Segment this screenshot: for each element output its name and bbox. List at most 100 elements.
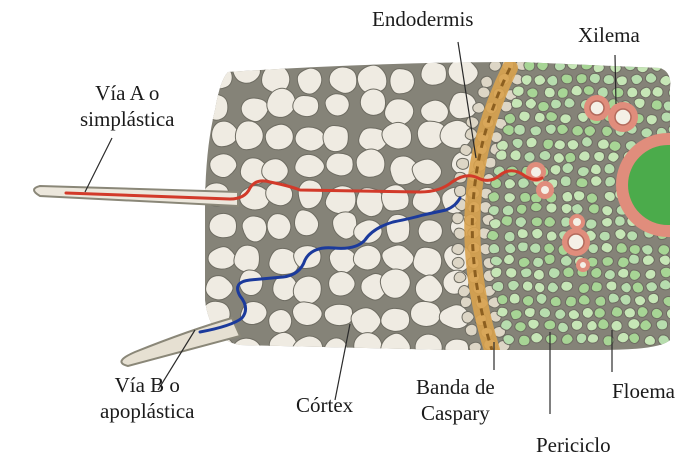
stele-cell bbox=[534, 282, 544, 292]
stele-cell bbox=[539, 308, 550, 318]
stele-cell bbox=[546, 112, 558, 122]
stele-cell bbox=[563, 267, 574, 277]
stele-cell bbox=[611, 307, 622, 317]
cortex-cell bbox=[267, 214, 291, 240]
stele-cell bbox=[612, 87, 624, 97]
stele-cell bbox=[504, 193, 515, 203]
stele-cell bbox=[537, 60, 548, 71]
stele-cell bbox=[642, 255, 654, 265]
cortex-cell bbox=[324, 304, 352, 325]
stele-cell bbox=[640, 87, 651, 98]
stele-cell bbox=[546, 334, 557, 344]
stele-cell bbox=[579, 283, 590, 293]
stele-cell bbox=[490, 256, 502, 266]
endodermis-cell bbox=[466, 117, 479, 128]
stele-cell bbox=[616, 76, 627, 86]
stele-cell bbox=[544, 254, 555, 264]
stele-cell bbox=[550, 165, 561, 175]
stele-cell bbox=[582, 307, 593, 318]
stele-cell bbox=[617, 332, 629, 342]
stele-cell bbox=[503, 335, 515, 345]
cortex-cell bbox=[418, 220, 442, 243]
stele-cell bbox=[545, 124, 556, 134]
stele-cell bbox=[668, 88, 680, 98]
stele-cell bbox=[560, 255, 572, 266]
stele-cell bbox=[586, 193, 597, 203]
xylem-vessel bbox=[580, 262, 586, 268]
stele-cell bbox=[668, 124, 679, 134]
stele-cell bbox=[530, 243, 541, 253]
stele-cell bbox=[524, 308, 535, 318]
stele-cell bbox=[644, 335, 655, 345]
stele-cell bbox=[491, 267, 502, 277]
stele-cell bbox=[670, 319, 681, 329]
stele-cell bbox=[497, 295, 508, 305]
stele-cell bbox=[546, 231, 557, 241]
stele-cell bbox=[663, 101, 674, 111]
stele-cell bbox=[651, 308, 662, 318]
stele-cell bbox=[544, 320, 556, 330]
stele-cell bbox=[588, 204, 599, 214]
cortex-cell bbox=[233, 60, 261, 83]
cortex-cell bbox=[293, 95, 319, 116]
stele-cell bbox=[554, 140, 565, 150]
stele-cell bbox=[544, 87, 555, 97]
stele-cell bbox=[568, 310, 579, 320]
stele-cell bbox=[572, 204, 583, 215]
stele-cell bbox=[489, 219, 501, 229]
stele-cell bbox=[547, 75, 558, 86]
stele-cell bbox=[659, 255, 670, 265]
endodermis-cell bbox=[452, 213, 464, 224]
stele-cell bbox=[515, 322, 526, 332]
stele-cell bbox=[615, 216, 626, 226]
stele-cell bbox=[560, 176, 571, 187]
label-via-a: Vía A o simplástica bbox=[80, 80, 174, 133]
stele-cell bbox=[658, 335, 669, 345]
stele-cell bbox=[615, 229, 626, 240]
stele-cell bbox=[598, 139, 610, 149]
cortex-cell bbox=[445, 339, 469, 360]
endodermis-cell bbox=[452, 243, 464, 254]
stele-cell bbox=[627, 231, 638, 241]
stele-cell bbox=[591, 282, 602, 292]
cortex-cell bbox=[353, 245, 381, 270]
stele-cell bbox=[629, 333, 640, 343]
stele-cell bbox=[652, 87, 663, 98]
stele-cell bbox=[517, 229, 528, 239]
stele-cell bbox=[583, 86, 594, 96]
stele-cell bbox=[586, 219, 597, 229]
stele-cell bbox=[587, 334, 598, 343]
stele-cell bbox=[671, 243, 682, 253]
xylem-vessel bbox=[590, 101, 604, 115]
stele-cell bbox=[629, 254, 640, 264]
stele-cell bbox=[534, 75, 546, 86]
stele-cell bbox=[673, 191, 684, 201]
stele-cell bbox=[618, 268, 629, 278]
endodermis-cell bbox=[452, 257, 464, 268]
cortex-cell bbox=[385, 99, 414, 125]
stele-cell bbox=[576, 74, 587, 84]
stele-cell bbox=[543, 139, 553, 149]
label-banda-caspary: Banda de Caspary bbox=[416, 374, 495, 427]
stele-cell bbox=[524, 61, 535, 71]
stele-cell bbox=[565, 152, 576, 162]
stele-cell bbox=[674, 75, 685, 85]
stele-cell bbox=[666, 309, 677, 319]
stele-cell bbox=[582, 137, 593, 147]
label-via-b: Vía B o apoplástica bbox=[100, 372, 194, 425]
cortex-cell bbox=[356, 149, 385, 177]
stele-cell bbox=[528, 319, 539, 329]
label-xilema: Xilema bbox=[578, 22, 640, 48]
endodermis-cell bbox=[457, 158, 469, 169]
stele-cell bbox=[544, 243, 555, 254]
stele-cell bbox=[565, 296, 576, 307]
stele-cell bbox=[567, 140, 579, 150]
stele-cell bbox=[634, 98, 645, 108]
stele-cell bbox=[571, 85, 582, 96]
stele-cell bbox=[519, 111, 530, 122]
xylem-vessel bbox=[573, 218, 581, 226]
label-cortex: Córtex bbox=[296, 392, 353, 418]
endodermis-cell bbox=[481, 76, 493, 87]
stele-cell bbox=[501, 320, 512, 331]
cortex-cell bbox=[354, 333, 382, 362]
